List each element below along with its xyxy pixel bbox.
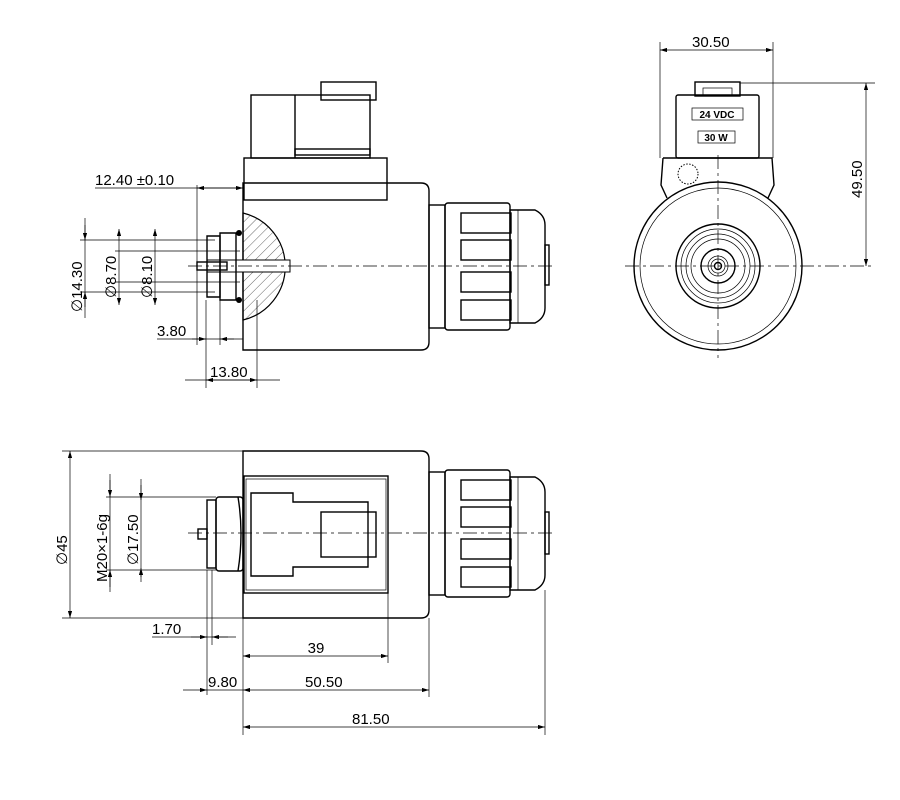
power-label: 30 W [704, 133, 728, 144]
manual-override-knob [677, 163, 699, 185]
connector-tab [320, 81, 377, 101]
end-cap [509, 209, 546, 324]
dim-dia-outer: ∅14.30 [69, 261, 86, 312]
dim-body-len: 50.50 [305, 674, 343, 691]
connector-housing-end [675, 94, 760, 159]
dim-body-dia: ∅45 [54, 535, 71, 565]
dim-overall-len: 81.50 [352, 711, 390, 728]
dim-spigot-length: 13.80 [210, 364, 248, 381]
dim-flange-depth: 3.80 [157, 323, 186, 340]
connector-flange [243, 157, 388, 201]
voltage-label: 24 VDC [699, 110, 734, 121]
knurled-nut-top [444, 469, 511, 598]
dim-thread: M20×1-6g [94, 514, 111, 582]
coil-body [242, 182, 430, 351]
voltage-plate [691, 107, 744, 121]
dim-spigot-len: 9.80 [208, 674, 237, 691]
side-view: 12.40 ±0.10 ∅14.30 ∅8.70 ∅8.10 3.80 13.8… [69, 81, 555, 388]
dim-dia-mid: ∅8.70 [103, 256, 120, 298]
dim-collar: 1.70 [152, 621, 181, 638]
dim-dia-inner: ∅8.10 [139, 256, 156, 298]
power-plate [697, 130, 736, 144]
knurled-nut [444, 202, 511, 331]
dim-connector-len: 39 [308, 640, 325, 657]
end-view: 24 VDC 30 W 30.50 49.50 [625, 34, 875, 358]
coil-body-top [242, 450, 430, 619]
dim-width: 30.50 [692, 34, 730, 51]
connector-top [243, 475, 389, 594]
dim-face-offset: 12.40 ±0.10 [95, 172, 174, 189]
dim-spigot-dia: ∅17.50 [125, 514, 142, 565]
dim-height: 49.50 [849, 160, 866, 198]
top-view: ∅45 M20×1-6g ∅17.50 1.70 39 9.80 50.50 8… [54, 450, 555, 735]
